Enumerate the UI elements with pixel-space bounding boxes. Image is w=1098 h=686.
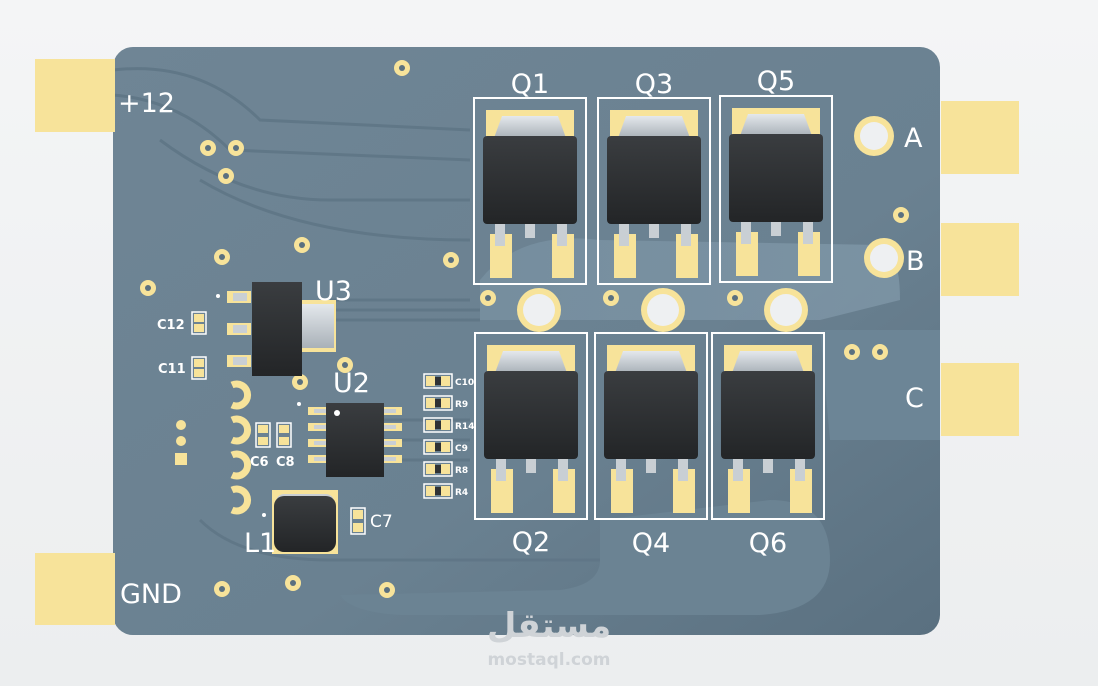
u3-label: U3 <box>315 276 352 307</box>
mosfet-q6: Q6 <box>711 332 825 559</box>
mosfet-label: Q3 <box>635 69 673 100</box>
phase-a-terminal: A <box>854 101 1019 174</box>
passive-label: R14 <box>455 422 474 432</box>
phase-a-label: A <box>904 123 923 154</box>
mosfet-q1: Q1 <box>473 69 587 285</box>
passive-r8: R8 <box>423 461 468 477</box>
capacitor-c6: C6 <box>250 422 271 470</box>
capacitor-c7: C7 <box>350 507 393 535</box>
capacitor-c8: C8 <box>276 422 295 470</box>
mosfet-q4: Q4 <box>594 332 708 559</box>
phase-c-terminal: C <box>905 363 1019 436</box>
passive-c10: C10 <box>423 373 474 389</box>
capacitor-c12: C12 <box>157 311 207 335</box>
c11-label: C11 <box>158 362 186 377</box>
passive-r9: R9 <box>423 395 468 411</box>
ground-terminal: GND <box>35 553 182 625</box>
mosfet-q5: Q5 <box>719 66 833 283</box>
passive-c9: C9 <box>423 439 468 455</box>
c7-label: C7 <box>370 512 393 532</box>
mosfet-label: Q6 <box>749 528 787 559</box>
phase-b-label: B <box>906 246 925 277</box>
watermark-logo: مستقل <box>486 606 612 646</box>
phase-pads <box>517 288 808 332</box>
mosfet-label: Q2 <box>512 527 550 558</box>
c6-label: C6 <box>250 455 269 470</box>
passive-r4: R4 <box>423 483 468 499</box>
driver-u2: U2 <box>297 368 402 477</box>
mosfet-label: Q4 <box>632 528 670 559</box>
passive-label: C9 <box>455 444 468 454</box>
regulator-u3: U3 <box>216 276 352 376</box>
inductor-l1: L1 <box>244 490 338 559</box>
capacitor-c11: C11 <box>158 356 207 380</box>
passive-label: R8 <box>455 466 468 476</box>
passive-r14: R14 <box>423 417 474 433</box>
mosfet-q2: Q2 <box>474 332 588 558</box>
header-pins <box>175 420 187 465</box>
power-label: +12 <box>118 88 175 119</box>
c12-label: C12 <box>157 318 185 333</box>
u2-label: U2 <box>333 368 370 399</box>
passive-label: R4 <box>455 488 468 498</box>
c8-label: C8 <box>276 455 295 470</box>
watermark-url: mostaql.com <box>487 650 611 670</box>
l1-label: L1 <box>244 528 276 559</box>
ground-label: GND <box>120 579 182 610</box>
phase-c-label: C <box>905 383 924 414</box>
sensor-pads <box>230 380 252 515</box>
passive-label: R9 <box>455 400 468 410</box>
ground-pour <box>340 500 830 615</box>
mosfet-label: Q5 <box>757 66 795 97</box>
passive-label: C10 <box>455 378 474 388</box>
mosfet-label: Q1 <box>511 69 549 100</box>
via-holes <box>145 65 904 593</box>
power-terminal: +12 <box>35 59 175 132</box>
mosfet-q3: Q3 <box>597 69 711 285</box>
phase-b-terminal: B <box>864 223 1019 296</box>
